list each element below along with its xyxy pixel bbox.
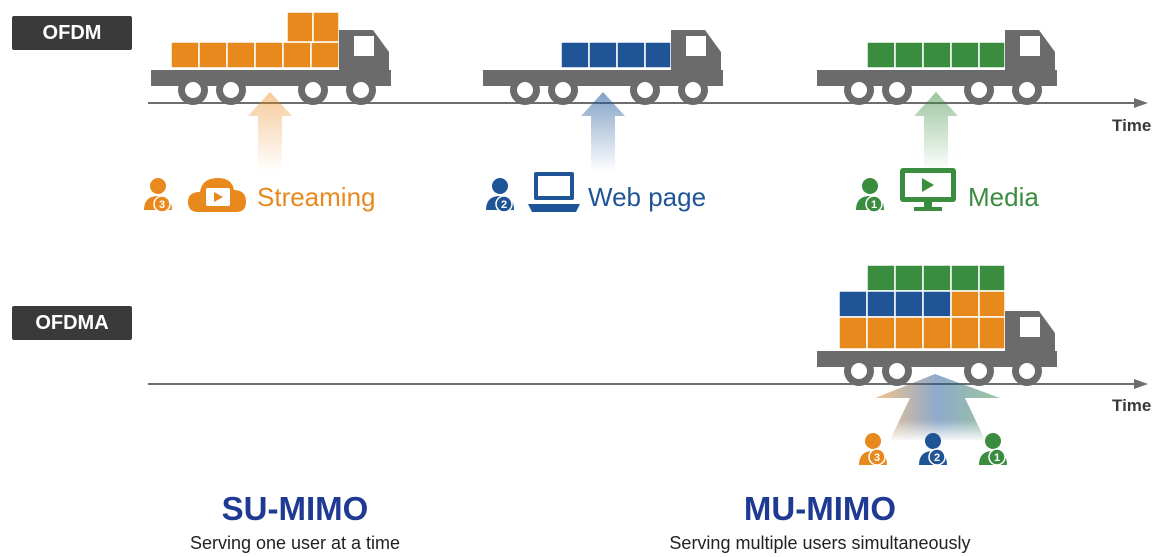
ofdma-user-1-icon: 1 — [979, 433, 1007, 466]
mu-mimo-subtitle: Serving multiple users simultaneously — [669, 533, 971, 553]
svg-text:2: 2 — [501, 199, 507, 211]
cloud-play-icon — [188, 178, 246, 212]
truck-media — [817, 30, 1057, 105]
svg-text:1: 1 — [871, 199, 877, 211]
user-3-icon: 3 — [144, 178, 172, 213]
arrow-streaming — [248, 92, 292, 172]
service-streaming-label: Streaming — [257, 182, 376, 212]
svg-text:2: 2 — [934, 452, 940, 464]
monitor-play-icon — [900, 168, 956, 211]
truck-web-page — [483, 30, 723, 105]
arrow-media — [914, 92, 958, 172]
arrow-multi-user — [875, 374, 1000, 442]
service-web-page-label: Web page — [588, 182, 707, 212]
svg-text:3: 3 — [159, 199, 165, 211]
svg-text:1: 1 — [994, 452, 1000, 464]
laptop-icon — [528, 172, 580, 212]
su-mimo-title: SU-MIMO — [221, 490, 369, 527]
ofdma-time-axis — [148, 379, 1148, 389]
svg-text:3: 3 — [874, 452, 880, 464]
user-2-icon: 2 — [486, 178, 514, 213]
ofdma-time-label: Time — [1112, 396, 1152, 415]
su-mimo-subtitle: Serving one user at a time — [189, 533, 401, 553]
service-media-label: Media — [968, 182, 1039, 212]
ofdma-user-2-icon: 2 — [919, 433, 947, 466]
arrow-web-page — [581, 92, 625, 172]
truck-streaming — [151, 11, 391, 105]
user-1-icon: 1 — [856, 178, 884, 213]
ofdma-user-3-icon: 3 — [859, 433, 887, 466]
ofdma-label: OFDMA — [12, 306, 132, 340]
truck-multi-user — [817, 264, 1057, 386]
mu-mimo-title: MU-MIMO — [743, 490, 897, 527]
ofdm-label: OFDM — [12, 16, 132, 50]
ofdm-time-label: Time — [1112, 116, 1152, 135]
